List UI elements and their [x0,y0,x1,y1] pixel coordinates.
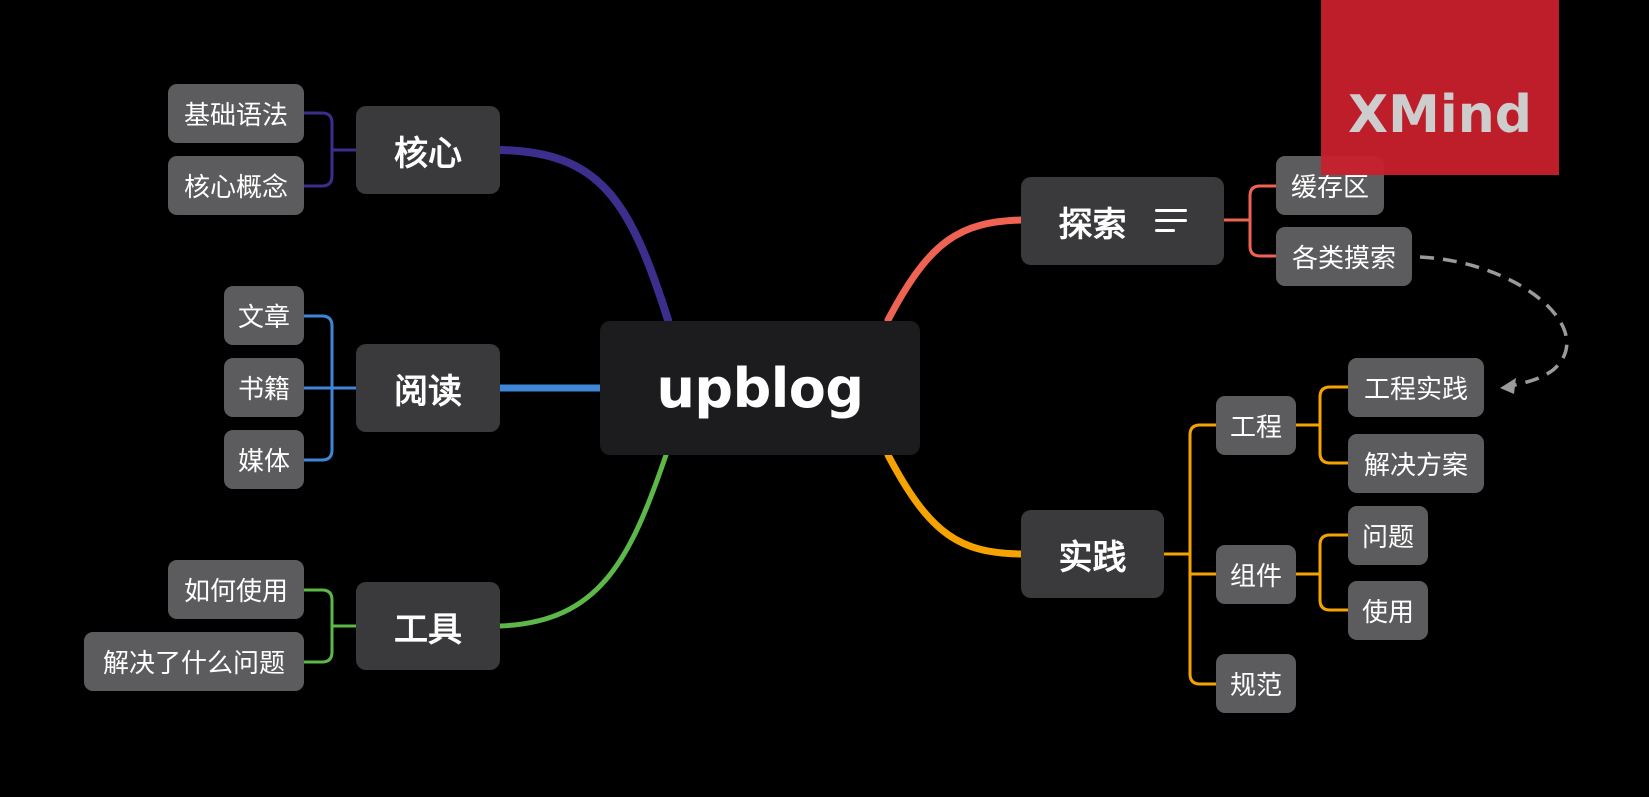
subtopic-media[interactable]: 媒体 [224,430,304,489]
topic-tools[interactable]: 工具 [356,582,500,670]
central-topic[interactable]: upblog [600,321,920,455]
topic-reading[interactable]: 阅读 [356,344,500,432]
subtopic-core-concepts[interactable]: 核心概念 [168,156,304,215]
subtopic-standards[interactable]: 规范 [1216,654,1296,713]
connector-core-children [304,111,356,188]
relationship-arrowhead [1500,378,1516,394]
subtopic-engineering-practice[interactable]: 工程实践 [1348,358,1484,417]
subtopic-issues[interactable]: 问题 [1348,506,1428,565]
subtopic-articles[interactable]: 文章 [224,286,304,345]
topic-explore-label: 探索 [1058,204,1127,245]
connector-explore-children [1224,184,1276,258]
subtopic-solutions[interactable]: 解决方案 [1348,434,1484,493]
subtopic-various-explorations[interactable]: 各类摸索 [1276,227,1412,286]
xmind-watermark: XMind [1321,0,1559,175]
subtopic-books[interactable]: 书籍 [224,358,304,417]
connector-practice [884,451,1025,558]
subtopic-components[interactable]: 组件 [1216,545,1296,604]
connector-tools-children [304,588,356,664]
connector-components-children [1296,533,1348,612]
connector-core [496,146,672,324]
topic-explore[interactable]: 探索 [1021,177,1224,265]
connector-tools [497,452,669,629]
topic-core[interactable]: 核心 [356,106,500,194]
subtopic-what-problems-solved[interactable]: 解决了什么问题 [84,632,304,691]
connector-reading-children [304,314,356,462]
connector-explore [884,216,1025,324]
subtopic-usage[interactable]: 使用 [1348,581,1428,640]
notes-icon[interactable] [1154,209,1187,233]
connector-engineering-children [1296,385,1348,465]
relationship-arrow [1419,255,1569,388]
topic-practice[interactable]: 实践 [1021,510,1164,598]
subtopic-how-to-use[interactable]: 如何使用 [168,560,304,619]
subtopic-engineering[interactable]: 工程 [1216,396,1296,455]
subtopic-basic-syntax[interactable]: 基础语法 [168,84,304,143]
connector-practice-children [1164,423,1216,686]
